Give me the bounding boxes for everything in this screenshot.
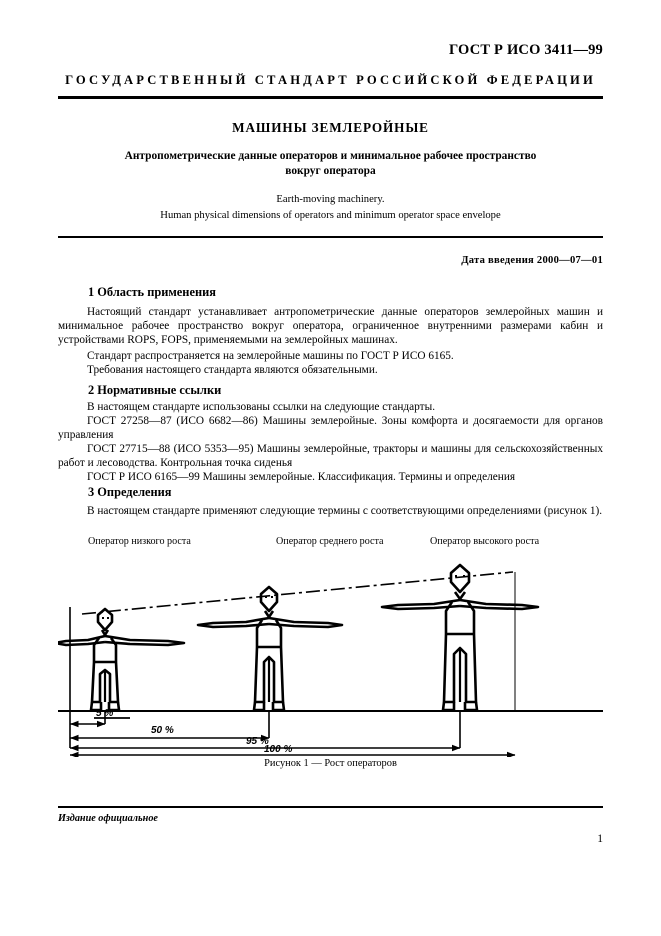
footer-rule (58, 806, 603, 808)
figure-label-short-operator: Оператор низкого роста (88, 536, 191, 547)
figure-caption: Рисунок 1 — Рост операторов (264, 758, 397, 769)
english-title-line1: Earth-moving machinery. (276, 194, 385, 205)
standard-code: ГОСТ Р ИСО 3411—99 (448, 42, 603, 58)
reference-gost-27258: ГОСТ 27258—87 (ИСО 6682—86) Машины земле… (58, 415, 603, 442)
reference-gost-iso-6165: ГОСТ Р ИСО 6165—99 Машины землеройные. К… (87, 471, 516, 483)
figure-label-medium-operator: Оператор среднего роста (276, 536, 384, 547)
dimension-label-95: 95 % (246, 736, 269, 747)
official-edition-note: Издание официальное (58, 813, 158, 824)
figure-1: Оператор низкого роста Оператор среднего… (58, 536, 603, 771)
dimension-5-percent: 5 % (70, 708, 130, 728)
dimension-label-100: 100 % (264, 744, 292, 755)
section3-paragraph1: В настоящем стандарте применяют следующи… (87, 505, 603, 517)
page-number: 1 (597, 833, 603, 845)
head-top-trend-line (81, 571, 514, 615)
page-title: МАШИНЫ ЗЕМЛЕРОЙНЫЕ (232, 120, 429, 135)
section-heading-references: 2 Нормативные ссылки (88, 383, 222, 397)
dimension-label-50: 50 % (151, 725, 174, 736)
dimension-50-percent: 50 % (70, 725, 270, 742)
section-heading-definitions: 3 Определения (88, 485, 172, 499)
operator-figure-medium (196, 585, 344, 712)
section1-paragraph1: Настоящий стандарт устанавливает антропо… (58, 306, 603, 347)
section-heading-scope: 1 Область применения (88, 285, 216, 299)
english-title: Earth-moving machinery. Human physical d… (80, 192, 581, 223)
header-rule (58, 96, 603, 99)
page-subtitle: Антропометрические данные операторов и м… (124, 150, 537, 177)
figure-label-tall-operator: Оператор высокого роста (430, 536, 540, 547)
authority-line: ГОСУДАРСТВЕННЫЙ СТАНДАРТ РОССИЙСКОЙ ФЕДЕ… (65, 73, 596, 87)
operator-figure-short (58, 607, 186, 712)
dimension-100-percent: 100 % (70, 744, 516, 757)
effective-date: Дата введения 2000—07—01 (461, 255, 603, 266)
section2-paragraph1: В настоящем стандарте использованы ссылк… (87, 401, 436, 413)
section1-paragraph3: Требования настоящего стандарта являются… (87, 364, 378, 376)
reference-gost-27715: ГОСТ 27715—88 (ИСО 5353—95) Машины земле… (58, 443, 603, 470)
title-separator-rule (58, 236, 603, 238)
dimension-label-5: 5 % (96, 708, 113, 719)
section1-paragraph2: Стандарт распространяется на землеройные… (87, 350, 454, 362)
operator-height-diagram: 5 % 50 % 95 % 100 % (58, 563, 603, 757)
english-title-line2: Human physical dimensions of operators a… (160, 209, 501, 221)
dimension-95-percent: 95 % (70, 736, 461, 752)
